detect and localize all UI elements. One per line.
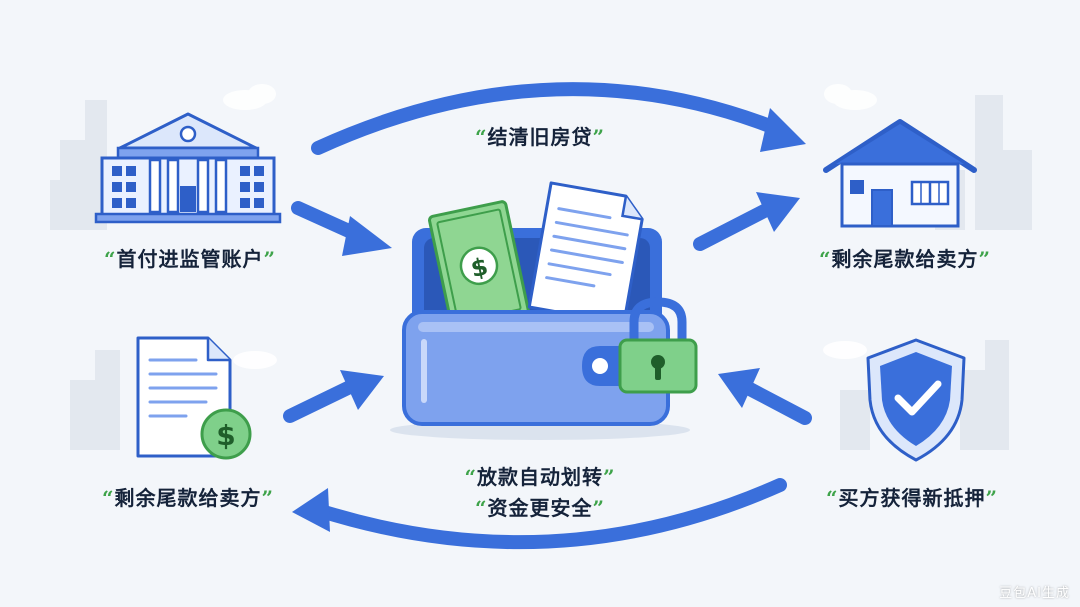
svg-text:$: $ [216, 419, 235, 452]
label-center-line1: “放款自动划转” [464, 465, 616, 489]
arrow-right-top [693, 192, 800, 251]
arrow-right-bottom [718, 368, 812, 425]
top-curved-arrow [311, 82, 806, 155]
label-left-top: “首付进监管账户” [103, 247, 277, 271]
label-right-top: “剩余尾款给卖方” [818, 247, 992, 271]
label-right-bottom: “买方获得新抵押” [825, 486, 999, 510]
arrow-left-bottom [283, 370, 384, 423]
shield-check-icon [866, 338, 966, 462]
dollar-banknote-icon: $ [428, 200, 530, 332]
label-top-center: “结清旧房贷” [474, 125, 606, 149]
label-center-line2: “资金更安全” [474, 496, 606, 520]
bank-building-icon [94, 112, 282, 224]
document-dollar-icon: $ [136, 336, 252, 460]
padlock-icon [618, 297, 698, 394]
label-left-bottom: “剩余尾款给卖方” [101, 486, 275, 510]
bottom-curved-arrow [292, 478, 787, 550]
arrow-left-top [291, 201, 392, 256]
contract-document-icon [527, 181, 644, 326]
house-icon [823, 119, 977, 228]
watermark: 豆包AI生成 [999, 586, 1070, 601]
svg-text:$: $ [468, 252, 490, 283]
